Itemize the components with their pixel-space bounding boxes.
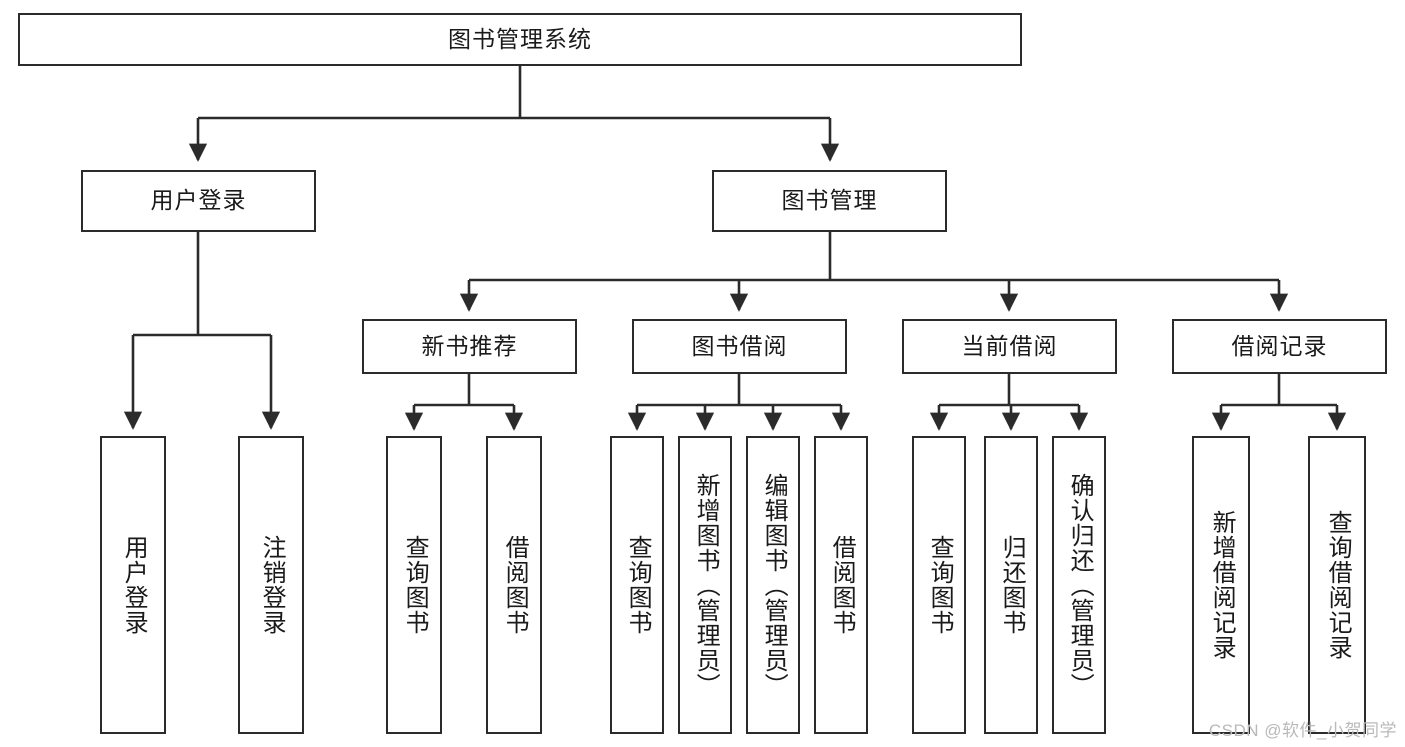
leaf-logout-login-label: 注销登录	[258, 535, 286, 635]
node-book-management[interactable]: 图书管理	[712, 170, 947, 232]
node-book-borrow-label: 图书借阅	[691, 332, 788, 359]
node-root[interactable]: 图书管理系统	[18, 13, 1022, 66]
node-new-book-recommend[interactable]: 新书推荐	[362, 319, 577, 374]
leaf-add-book-admin[interactable]: 新增图书（管理员）	[678, 436, 732, 734]
leaf-query-borrow-record[interactable]: 查询借阅记录	[1308, 436, 1366, 734]
node-user-login[interactable]: 用户登录	[81, 170, 316, 232]
leaf-edit-book-admin[interactable]: 编辑图书（管理员）	[746, 436, 800, 734]
leaf-add-book-admin-label: 新增图书（管理员）	[692, 472, 720, 698]
node-new-book-recommend-label: 新书推荐	[421, 332, 518, 359]
leaf-user-login[interactable]: 用户登录	[100, 436, 166, 734]
node-current-borrow[interactable]: 当前借阅	[902, 319, 1117, 374]
leaf-query-book-recommend-label: 查询图书	[401, 535, 429, 635]
leaf-edit-book-admin-label: 编辑图书（管理员）	[760, 472, 788, 698]
leaf-query-book-borrow[interactable]: 查询图书	[610, 436, 664, 734]
leaf-borrow-book-label: 借阅图书	[828, 535, 856, 635]
leaf-query-borrow-record-label: 查询借阅记录	[1324, 510, 1352, 660]
node-book-borrow[interactable]: 图书借阅	[632, 319, 847, 374]
node-borrow-records[interactable]: 借阅记录	[1172, 319, 1387, 374]
watermark: CSDN @软件_小贺同学	[1208, 721, 1397, 740]
leaf-query-book-recommend[interactable]: 查询图书	[386, 436, 442, 734]
node-current-borrow-label: 当前借阅	[961, 332, 1058, 359]
node-user-login-label: 用户登录	[150, 187, 247, 214]
leaf-add-borrow-record-label: 新增借阅记录	[1208, 510, 1236, 660]
node-root-label: 图书管理系统	[448, 25, 592, 52]
leaf-logout-login[interactable]: 注销登录	[238, 436, 304, 734]
leaf-return-book[interactable]: 归还图书	[984, 436, 1038, 734]
node-borrow-records-label: 借阅记录	[1231, 332, 1328, 359]
leaf-query-book-current[interactable]: 查询图书	[912, 436, 966, 734]
leaf-confirm-return-admin[interactable]: 确认归还（管理员）	[1052, 436, 1106, 734]
node-book-management-label: 图书管理	[781, 187, 878, 214]
leaf-user-login-label: 用户登录	[120, 535, 148, 635]
leaf-return-book-label: 归还图书	[998, 535, 1026, 635]
leaf-query-book-borrow-label: 查询图书	[624, 535, 652, 635]
leaf-query-book-current-label: 查询图书	[926, 535, 954, 635]
leaf-add-borrow-record[interactable]: 新增借阅记录	[1192, 436, 1250, 734]
leaf-borrow-book-recommend-label: 借阅图书	[501, 535, 529, 635]
leaf-borrow-book[interactable]: 借阅图书	[814, 436, 868, 734]
leaf-borrow-book-recommend[interactable]: 借阅图书	[486, 436, 542, 734]
leaf-confirm-return-admin-label: 确认归还（管理员）	[1066, 472, 1094, 698]
